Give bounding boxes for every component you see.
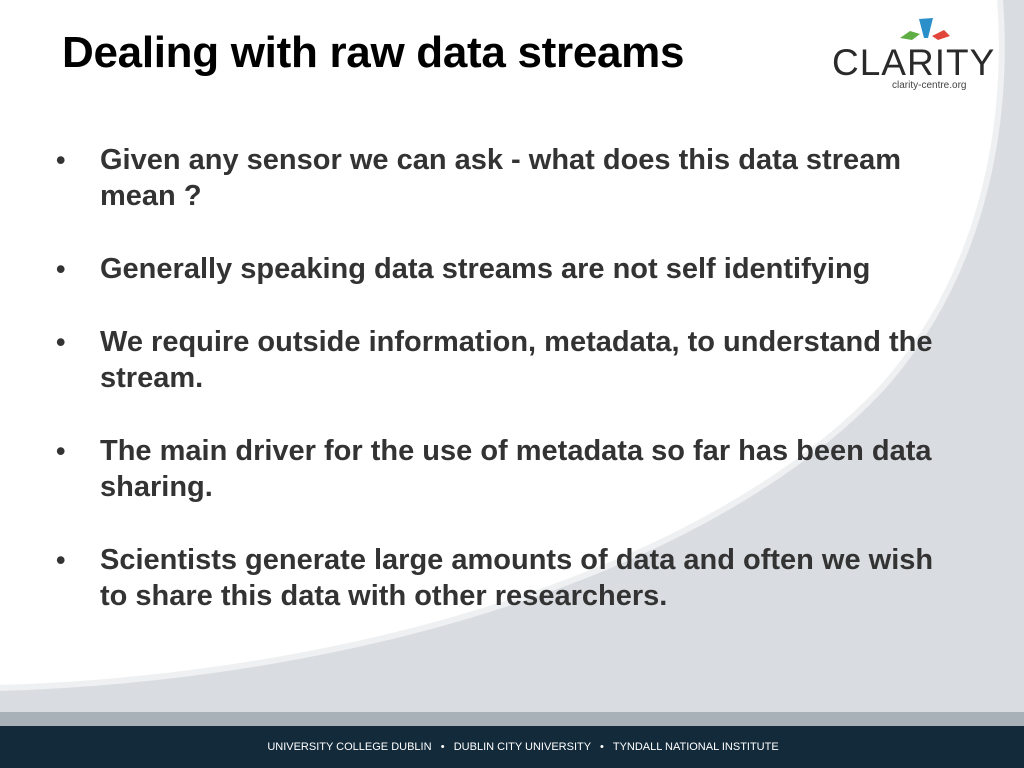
bullet-dot: • xyxy=(56,436,66,466)
logo-wordmark: CLARITY xyxy=(832,42,996,83)
bullet-dot: • xyxy=(56,145,66,175)
bullet-text: The main driver for the use of metadata … xyxy=(100,435,932,503)
swoosh-highlight xyxy=(0,0,1005,691)
bullet-dot: • xyxy=(56,327,66,357)
clarity-logo: CLARITY clarity-centre.org xyxy=(830,14,994,96)
logo-mark-icon xyxy=(900,18,950,40)
footer-bar: UNIVERSITY COLLEGE DUBLIN • DUBLIN CITY … xyxy=(0,726,1024,768)
swoosh-shape xyxy=(0,0,1024,712)
logo-blue-shard xyxy=(919,18,933,38)
slide-title: Dealing with raw data streams xyxy=(62,28,685,77)
logo-url: clarity-centre.org xyxy=(892,80,967,91)
bullet-text: Generally speaking data streams are not … xyxy=(100,253,871,285)
bullet-text: We require outside information, metadata… xyxy=(100,326,933,394)
bullet-item: • Given any sensor we can ask - what doe… xyxy=(56,142,956,214)
bullet-text: Scientists generate large amounts of dat… xyxy=(100,544,934,612)
bullet-dot: • xyxy=(56,254,66,284)
bullet-item: • Scientists generate large amounts of d… xyxy=(56,542,956,614)
footer-text: UNIVERSITY COLLEGE DUBLIN • DUBLIN CITY … xyxy=(267,741,779,753)
bullet-list: • Given any sensor we can ask - what doe… xyxy=(56,142,956,651)
footer-band xyxy=(0,712,1024,726)
bullet-text: Given any sensor we can ask - what does … xyxy=(100,144,902,212)
bullet-dot: • xyxy=(56,545,66,575)
bullet-item: • We require outside information, metada… xyxy=(56,324,956,396)
logo-green-shard xyxy=(900,31,920,40)
bullet-item: • Generally speaking data streams are no… xyxy=(56,251,956,287)
bullet-item: • The main driver for the use of metadat… xyxy=(56,433,956,505)
logo-red-shard xyxy=(932,30,950,40)
